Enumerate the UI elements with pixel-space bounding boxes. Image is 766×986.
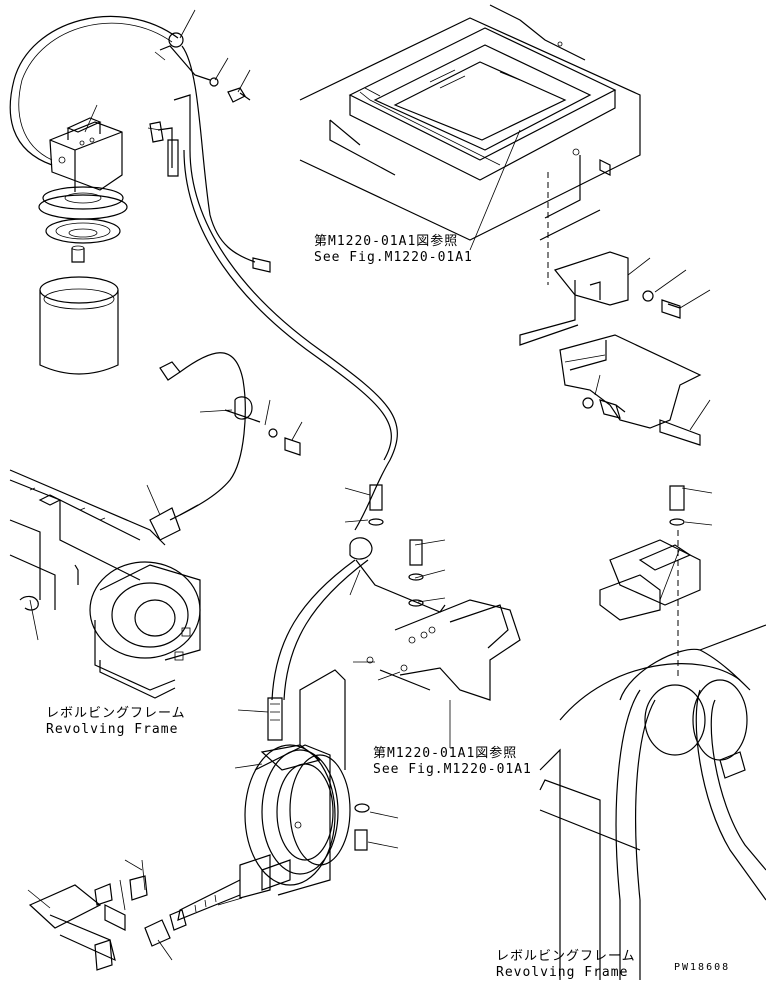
- clamp-left: [149, 352, 301, 541]
- sensor-fittings: [28, 875, 187, 971]
- mount-bracket-center: [366, 599, 521, 701]
- frame-label-left-en: Revolving Frame: [46, 722, 179, 737]
- reference-top-en: See Fig.M1220-01A1: [314, 250, 473, 265]
- frame-label-right-en: Revolving Frame: [496, 965, 629, 980]
- bracket-set-right: [519, 251, 702, 446]
- sensor-harness-top: [154, 32, 271, 273]
- leader-lines: [27, 9, 713, 961]
- frame-label-right-ja: レボルビングフレーム: [496, 949, 636, 964]
- drawing-code: PW18608: [674, 962, 731, 973]
- frame-label-left-ja: レボルビングフレーム: [46, 706, 186, 721]
- filter-assembly: [9, 15, 179, 375]
- reference-top-ja: 第M1220-01A1図参照: [314, 234, 459, 249]
- hose-clamp-center: [267, 484, 446, 741]
- hose-line: [149, 94, 398, 531]
- revolving-frame-left: [9, 469, 201, 699]
- hose-reel: [177, 669, 370, 921]
- cab-floor-frame: [299, 4, 641, 285]
- revolving-frame-right: [539, 485, 766, 980]
- reference-middle-en: See Fig.M1220-01A1: [373, 762, 532, 777]
- reference-middle-ja: 第M1220-01A1図参照: [373, 746, 518, 761]
